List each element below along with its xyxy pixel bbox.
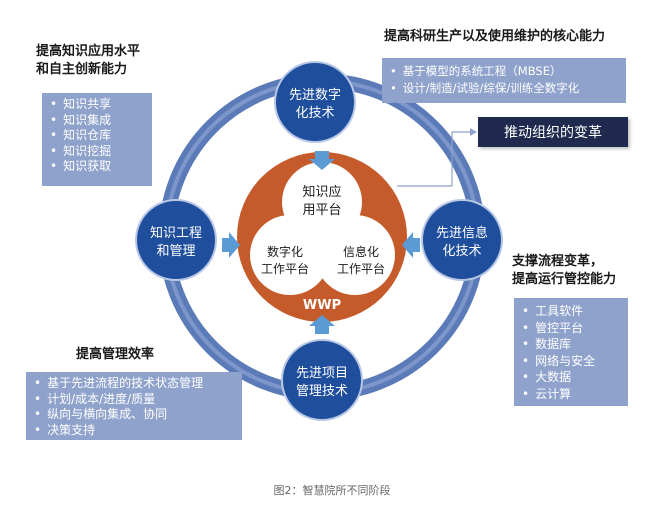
heading-management-line1: 提高管理效率	[76, 347, 155, 362]
knowledge-box: 知识共享 知识集成 知识仓库 知识挖掘 知识获取	[42, 93, 152, 186]
wwp-label: WWP	[303, 298, 341, 313]
node-left	[135, 199, 217, 281]
knowledge-item: 知识集成	[50, 113, 146, 129]
digital-item: 设计/制造/试验/综保/训练全数字化	[390, 80, 620, 97]
node-right-line2: 化技术	[442, 244, 481, 259]
node-top	[274, 61, 356, 143]
knowledge-item: 知识共享	[50, 97, 146, 113]
it-item: 云计算	[522, 386, 622, 403]
lobe-top-line2: 用平台	[302, 203, 341, 218]
it-item: 网络与安全	[522, 353, 622, 370]
heading-process-line2: 提高运行管控能力	[512, 272, 617, 287]
digital-box: 基于模型的系统工程（MBSE） 设计/制造/试验/综保/训练全数字化	[382, 58, 626, 103]
node-bottom-line2: 管理技术	[296, 384, 348, 399]
heading-process: 支撑流程变革， 提高运行管控能力	[512, 253, 616, 289]
knowledge-item: 知识获取	[50, 159, 146, 175]
it-item: 工具软件	[522, 303, 622, 320]
node-bottom	[281, 339, 363, 421]
it-item: 管控平台	[522, 320, 622, 337]
lobe-right-line1: 信息化	[343, 244, 379, 259]
management-item: 计划/成本/进度/质量	[34, 392, 236, 408]
lobe-left-line2: 工作平台	[261, 261, 309, 276]
callout-arrow-icon	[470, 128, 477, 136]
arrow-up-icon	[309, 315, 335, 334]
it-box: 工具软件 管控平台 数据库 网络与安全 大数据 云计算	[514, 298, 628, 406]
lobe-top-line1: 知识应	[302, 184, 341, 200]
node-bottom-line1: 先进项目	[296, 366, 348, 381]
management-item: 决策支持	[34, 423, 236, 439]
node-top-line2: 化技术	[295, 106, 334, 121]
knowledge-item: 知识仓库	[50, 128, 146, 144]
lobe-right	[315, 215, 395, 295]
knowledge-item: 知识挖掘	[50, 144, 146, 160]
organizational-change-box: 推动组织的变革	[478, 117, 628, 147]
management-item: 纵向与横向集成、协同	[34, 407, 236, 423]
it-item: 数据库	[522, 336, 622, 353]
arrow-right-icon	[222, 232, 240, 258]
management-box: 基于先进流程的技术状态管理 计划/成本/进度/质量 纵向与横向集成、协同 决策支…	[26, 372, 242, 440]
lobe-left	[250, 215, 330, 295]
digital-item: 基于模型的系统工程（MBSE）	[390, 63, 620, 80]
heading-digital: 提高科研生产以及使用维护的核心能力	[384, 28, 605, 46]
heading-knowledge: 提高知识应用水平 和自主创新能力	[36, 43, 140, 79]
node-left-line1: 知识工程	[150, 225, 202, 241]
callout-connector	[397, 131, 470, 187]
arrow-down-icon	[309, 151, 335, 170]
heading-knowledge-line1: 提高知识应用水平	[36, 44, 141, 59]
heading-process-line1: 支撑流程变革，	[512, 254, 604, 269]
node-right-line1: 先进信息	[436, 225, 488, 241]
arrow-left-icon	[402, 232, 420, 258]
lobe-left-line1: 数字化	[267, 244, 303, 259]
heading-digital-line1: 提高科研生产以及使用维护的核心能力	[384, 29, 606, 44]
it-item: 大数据	[522, 369, 622, 386]
lobe-right-line2: 工作平台	[337, 261, 385, 276]
heading-management: 提高管理效率	[76, 346, 154, 364]
management-item: 基于先进流程的技术状态管理	[34, 376, 236, 392]
node-top-line1: 先进数字	[289, 88, 341, 103]
heading-knowledge-line2: 和自主创新能力	[36, 62, 128, 77]
node-right	[421, 199, 503, 281]
node-left-line2: 和管理	[156, 244, 195, 259]
figure-caption: 图2：智慧院所不同阶段	[273, 484, 391, 497]
